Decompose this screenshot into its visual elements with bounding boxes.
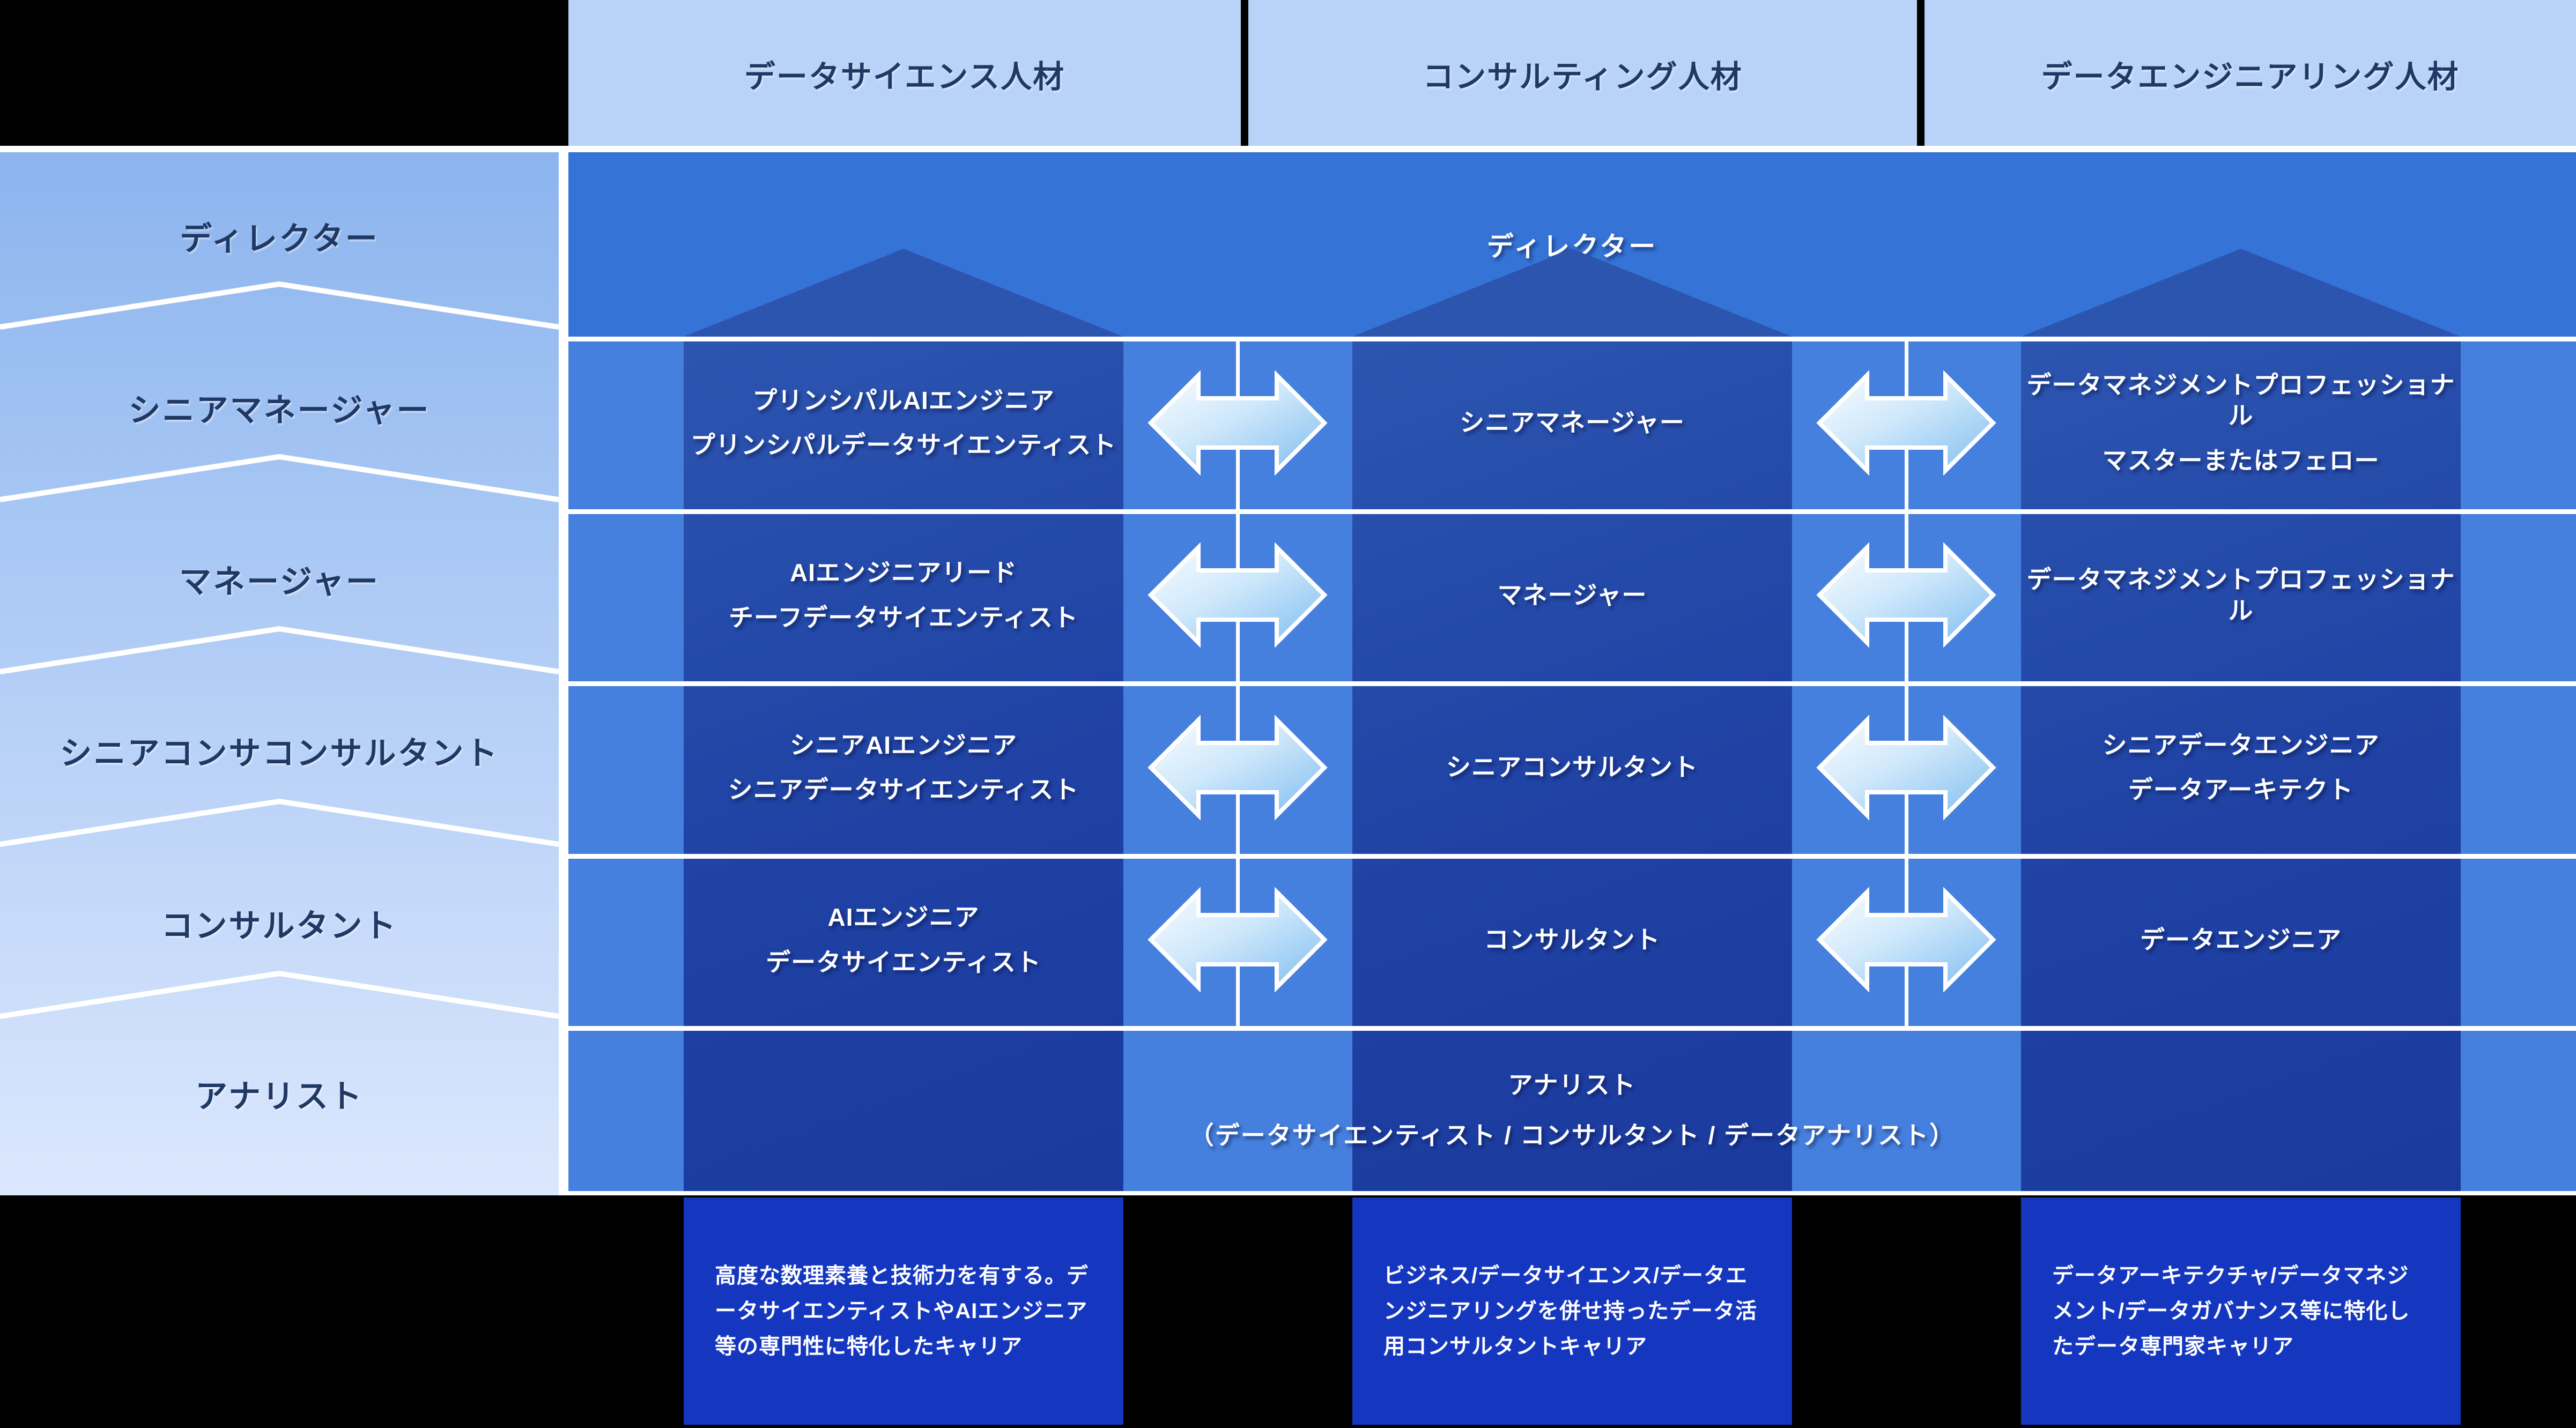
role-line: AIエンジニア xyxy=(827,903,980,931)
chevron-separator-lines xyxy=(0,281,559,1019)
role-cell: シニアコンサルタント xyxy=(1352,681,1792,854)
career-level-sidebar: ディレクター シニアマネージャー マネージャー シニアコンサコンサルタント コン… xyxy=(0,152,559,1195)
swap-arrow-icon xyxy=(1148,887,1328,992)
career-description-data-engineering: データアーキテクチャ/データマネジメント/データガバナンス等に特化したデータ専門… xyxy=(2021,1198,2461,1425)
role-line: データエンジニア xyxy=(2140,925,2342,954)
role-cell: シニアマネージャー xyxy=(1352,337,1792,509)
career-matrix-grid: ディレクター プリンシパルAIエンジニア プリンシパルデータサイエンティスト xyxy=(568,152,2576,1195)
role-line: データサイエンティスト xyxy=(766,948,1041,976)
role-line: コンサルタント xyxy=(1484,925,1661,954)
swap-arrow-icon xyxy=(1816,370,1996,475)
role-cell: シニアデータエンジニア データアーキテクト xyxy=(2021,681,2461,854)
role-cell: プリンシパルAIエンジニア プリンシパルデータサイエンティスト xyxy=(684,337,1123,509)
swap-arrow-icon xyxy=(1148,370,1328,475)
role-line: マネージャー xyxy=(1497,581,1647,609)
role-line: チーフデータサイエンティスト xyxy=(728,603,1079,631)
track-column-consulting xyxy=(1352,337,1792,1195)
swap-arrow-icon xyxy=(1148,542,1328,648)
swap-arrow-icon xyxy=(1816,887,1996,992)
role-line: データマネジメントプロフェッショナル xyxy=(2026,566,2455,624)
sidebar-level-director: ディレクター xyxy=(180,220,379,257)
header-column-data-science: データサイエンス人材 xyxy=(568,0,1241,148)
role-line: シニアマネージャー xyxy=(1460,408,1685,437)
role-cell: マネージャー xyxy=(1352,509,1792,681)
role-line: マスターまたはフェロー xyxy=(2102,446,2380,474)
role-line: シニアコンサルタント xyxy=(1446,753,1698,782)
sidebar-level-manager: マネージャー xyxy=(179,563,380,600)
header-column-data-engineering: データエンジニアリング人材 xyxy=(1924,0,2576,148)
swap-arrow-icon xyxy=(1148,715,1328,820)
analyst-subtitle: （データサイエンティスト / コンサルタント / データアナリスト） xyxy=(1189,1121,1956,1149)
role-cell: データマネジメントプロフェッショナル マスターまたはフェロー xyxy=(2021,337,2461,509)
sidebar-level-senior-manager: シニアマネージャー xyxy=(128,392,431,428)
row-divider-line xyxy=(568,854,2576,859)
role-cell: データエンジニア xyxy=(2021,854,2461,1026)
sidebar-grid-divider xyxy=(559,152,568,1195)
gutter-vertical-line xyxy=(1905,337,1908,1030)
row-divider-line xyxy=(568,681,2576,686)
description-text: ビジネス/データサイエンス/データエンジニアリングを併せ持ったデータ活用コンサル… xyxy=(1383,1264,1757,1358)
role-line: プリンシパルデータサイエンティスト xyxy=(690,431,1117,459)
description-text: 高度な数理素養と技術力を有する。データサイエンティストやAIエンジニア等の専門性… xyxy=(715,1264,1089,1358)
row-divider-line xyxy=(568,337,2576,341)
role-line: データマネジメントプロフェッショナル xyxy=(2026,370,2455,430)
description-text: データアーキテクチャ/データマネジメント/データガバナンス等に特化したデータ専門… xyxy=(2052,1264,2410,1358)
role-cell: AIエンジニア データサイエンティスト xyxy=(684,854,1123,1026)
role-line: AIエンジニアリード xyxy=(790,559,1017,586)
role-line: データアーキテクト xyxy=(2128,776,2354,804)
header-divider-line xyxy=(0,146,2576,152)
row-divider-line xyxy=(568,509,2576,514)
track-column-data-science xyxy=(684,337,1123,1195)
analyst-title: アナリスト xyxy=(1508,1071,1637,1099)
row-divider-line xyxy=(568,1026,2576,1031)
role-cell: データマネジメントプロフェッショナル xyxy=(2021,509,2461,681)
swap-arrow-icon xyxy=(1816,542,1996,648)
role-cell: コンサルタント xyxy=(1352,854,1792,1026)
career-description-data-science: 高度な数理素養と技術力を有する。データサイエンティストやAIエンジニア等の専門性… xyxy=(684,1198,1123,1425)
analyst-merged-cell: アナリスト （データサイエンティスト / コンサルタント / データアナリスト） xyxy=(568,1026,2576,1191)
header-column-consulting: コンサルティング人材 xyxy=(1248,0,1917,148)
sidebar-level-consultant: コンサルタント xyxy=(161,908,398,944)
role-line: プリンシパルAIエンジニア xyxy=(752,386,1055,414)
role-line: シニアデータエンジニア xyxy=(2102,731,2380,759)
grid-bottom-line xyxy=(568,1191,2576,1195)
track-column-data-engineering xyxy=(2021,337,2461,1195)
swap-arrow-icon xyxy=(1816,715,1996,820)
role-line: シニアデータサイエンティスト xyxy=(728,776,1079,804)
career-description-consulting: ビジネス/データサイエンス/データエンジニアリングを併せ持ったデータ活用コンサル… xyxy=(1352,1198,1792,1425)
role-cell: シニアAIエンジニア シニアデータサイエンティスト xyxy=(684,681,1123,854)
sidebar-level-analyst: アナリスト xyxy=(195,1078,364,1114)
sidebar-level-senior-consultant: シニアコンサコンサルタント xyxy=(60,735,499,771)
gutter-vertical-line xyxy=(1236,337,1240,1030)
role-cell: AIエンジニアリード チーフデータサイエンティスト xyxy=(684,509,1123,681)
role-line: シニアAIエンジニア xyxy=(790,731,1017,759)
